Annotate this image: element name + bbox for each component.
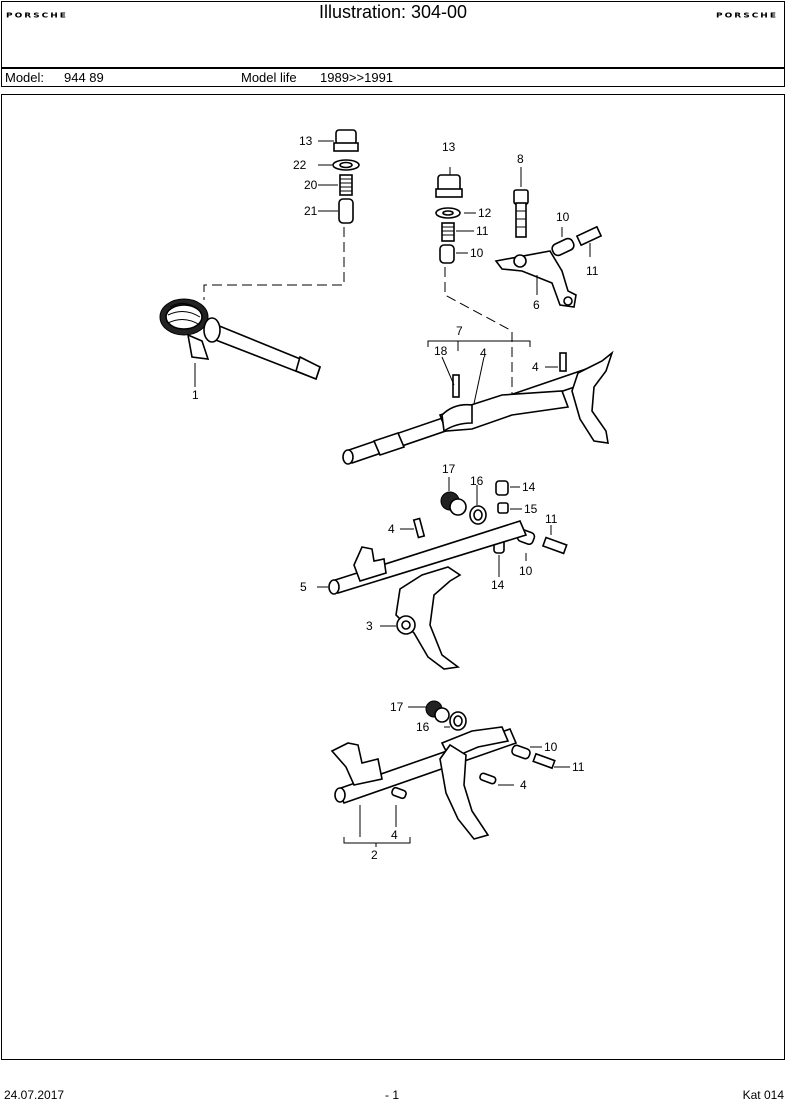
part-pin-4c [479, 772, 497, 785]
callout-21: 21 [304, 204, 318, 218]
callout-22: 22 [293, 158, 307, 172]
footer-catalog: Kat 014 [742, 1088, 784, 1100]
callout-4b: 4 [532, 360, 539, 374]
callout-2: 2 [371, 848, 378, 862]
callout-10b: 10 [556, 210, 570, 224]
callout-12: 12 [478, 206, 492, 220]
part-fork-7 [571, 350, 614, 444]
model-label: Model: [5, 70, 45, 85]
part-shaft-5 [328, 520, 528, 595]
part-spring-11c [541, 536, 568, 555]
part-pin-15 [497, 502, 509, 514]
callout-11d: 11 [572, 760, 585, 774]
callout-4a: 4 [480, 346, 487, 360]
part-shaft-2 [330, 726, 518, 805]
part-shaft-7 [342, 366, 600, 465]
callout-4c: 4 [388, 522, 395, 536]
callout-11b: 11 [586, 264, 599, 278]
callout-16b: 16 [416, 720, 430, 734]
callout-17a: 17 [442, 462, 456, 476]
callout-3: 3 [366, 619, 373, 633]
part-pin-18 [452, 374, 460, 398]
callout-10a: 10 [470, 246, 484, 260]
callout-7: 7 [456, 324, 463, 338]
part-plug-17a [440, 491, 467, 516]
part-pin-4a [559, 352, 567, 372]
model-value: 944 89 [64, 70, 104, 85]
part-fork-3 [395, 566, 462, 670]
callout-4d: 4 [520, 778, 527, 792]
callout-20: 20 [304, 178, 318, 192]
model-life-label: Model life [241, 70, 297, 85]
part-lever-6 [494, 250, 577, 308]
callout-1: 1 [192, 388, 199, 402]
callout-15: 15 [524, 502, 538, 516]
callout-13a: 13 [299, 134, 313, 148]
part-pin-14a [495, 480, 509, 496]
part-spring-20 [339, 174, 353, 196]
footer-date: 24.07.2017 [4, 1088, 65, 1100]
callout-6: 6 [533, 298, 540, 312]
callout-4e: 4 [391, 828, 398, 842]
page-title: Illustration: 304-00 [318, 2, 468, 22]
part-shaft-1 [159, 298, 321, 381]
part-pin-4b [412, 517, 426, 539]
diagram-svg: 13 22 20 21 1 13 12 11 10 8 10 11 6 7 18… [159, 129, 614, 862]
callout-14b: 14 [491, 578, 505, 592]
part-pin-10a [439, 244, 455, 264]
part-bolt-8 [513, 189, 529, 238]
model-bar: Model: 944 89 Model life 1989>>1991 [1, 67, 785, 87]
callout-18: 18 [434, 344, 448, 358]
callout-8: 8 [517, 152, 524, 166]
part-plug-17b [425, 700, 450, 723]
footer-page-number: - 1 [385, 1088, 400, 1100]
part-pin-10d [511, 744, 531, 760]
part-spring-11d [532, 752, 556, 770]
part-spring-11b [575, 225, 603, 247]
callout-17b: 17 [390, 700, 404, 714]
part-plug-13a [333, 129, 359, 152]
callout-5: 5 [300, 580, 307, 594]
callout-labels: 13 22 20 21 1 13 12 11 10 8 10 11 6 7 18… [192, 134, 599, 862]
part-spring-11a [441, 222, 455, 242]
callout-10d: 10 [544, 740, 558, 754]
callout-16a: 16 [470, 474, 484, 488]
part-pin-21 [338, 198, 354, 224]
callout-14a: 14 [522, 480, 536, 494]
callout-13b: 13 [442, 140, 456, 154]
porsche-logo-right: PORSCHE [716, 12, 778, 20]
header: PORSCHE Illustration: 304-00 PORSCHE [1, 1, 785, 68]
porsche-logo-left: PORSCHE [6, 12, 68, 20]
model-life-value: 1989>>1991 [320, 70, 394, 85]
exploded-diagram: 13 22 20 21 1 13 12 11 10 8 10 11 6 7 18… [1, 94, 785, 1060]
part-plug-13b [435, 174, 463, 198]
part-pin-10b [551, 237, 575, 257]
callout-11a: 11 [476, 224, 489, 238]
part-fork-2 [439, 743, 490, 840]
part-pin-4d [391, 786, 407, 800]
callout-11c: 11 [545, 512, 558, 526]
callout-10c: 10 [519, 564, 533, 578]
